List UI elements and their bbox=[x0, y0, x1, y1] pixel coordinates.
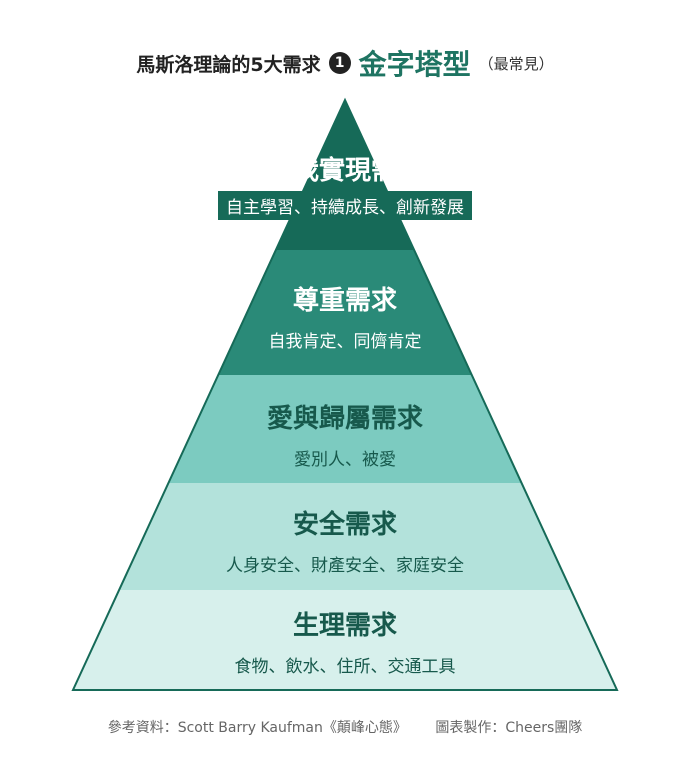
layer-desc: 食物、飲水、住所、交通工具 bbox=[234, 657, 456, 677]
layer-desc: 自我肯定、同儕肯定 bbox=[268, 332, 422, 352]
footer: 參考資料：Scott Barry Kaufman《顛峰心態》 圖表製作：Chee… bbox=[0, 717, 690, 737]
layer-physiological: 生理需求 食物、飲水、住所、交通工具 bbox=[0, 605, 690, 677]
layer-name: 生理需求 bbox=[292, 611, 397, 641]
layer-desc: 愛別人、被愛 bbox=[294, 450, 396, 470]
layer-desc: 人身安全、財產安全、家庭安全 bbox=[226, 556, 464, 576]
title-text: 馬斯洛理論的5大需求 bbox=[136, 53, 321, 76]
layer-name: 安全需求 bbox=[292, 510, 397, 540]
layer-belonging-shape bbox=[168, 375, 522, 483]
diagram-title: 馬斯洛理論的5大需求 1 金字塔型 （最常見） bbox=[0, 38, 690, 88]
layer-esteem: 尊重需求 自我肯定、同儕肯定 bbox=[0, 280, 690, 352]
pyramid-outline bbox=[71, 97, 619, 691]
chart-credit: 圖表製作：Cheers團隊 bbox=[435, 720, 583, 736]
title-number-badge: 1 bbox=[328, 52, 351, 74]
layer-safety-shape bbox=[119, 483, 571, 590]
layer-name: 愛與歸屬需求 bbox=[266, 404, 423, 434]
source-citation: 參考資料：Scott Barry Kaufman《顛峰心態》 bbox=[107, 720, 407, 736]
layer-name: 自我實現需求 bbox=[266, 156, 423, 186]
layer-physiological-shape bbox=[73, 590, 617, 690]
layer-belonging: 愛與歸屬需求 愛別人、被愛 bbox=[0, 398, 690, 470]
layer-safety: 安全需求 人身安全、財產安全、家庭安全 bbox=[0, 504, 690, 576]
layer-self-actualization: 自我實現需求 自主學習、持續成長、創新發展 bbox=[0, 150, 690, 220]
layer-name: 尊重需求 bbox=[292, 286, 397, 316]
title-note: （最常見） bbox=[478, 54, 554, 73]
layer-esteem-shape bbox=[218, 250, 472, 375]
layer-desc: 自主學習、持續成長、創新發展 bbox=[218, 191, 472, 220]
title-type: 金字塔型 bbox=[358, 48, 471, 81]
